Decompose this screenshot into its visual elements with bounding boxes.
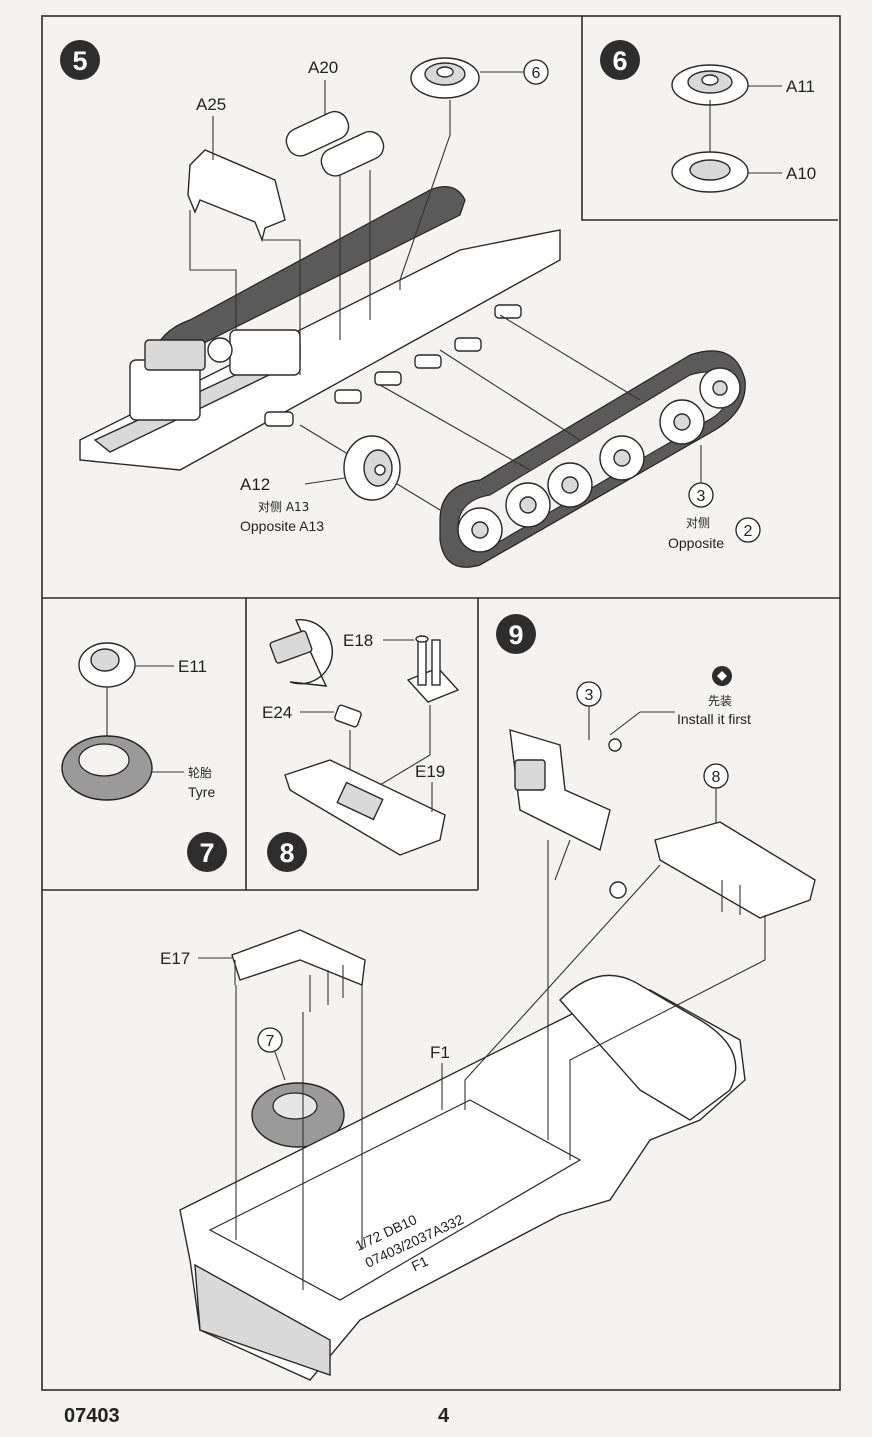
part-a12 [343,435,401,501]
step-badge [600,40,640,80]
step-badge [496,614,536,654]
label-opposite-a13: Opposite A13 [240,518,324,534]
part-e17 [231,929,366,1012]
label-opposite: Opposite [668,535,724,551]
part-f1 [179,974,746,1381]
part-tyre [61,735,153,801]
step-badge [60,40,100,80]
step-number: 6 [612,46,627,76]
label-a10: A10 [786,164,816,183]
ref-2-badge [735,517,761,543]
road-wheel-6 [410,57,480,99]
part-a25 [187,149,286,243]
label-e19: E19 [415,762,445,781]
step-number: 8 [279,838,294,868]
chassis-mark-3: F1 [409,1253,431,1274]
step-badge [267,832,307,872]
product-code: 07403 [64,1405,120,1427]
label-e17: E17 [160,949,190,968]
label-a12: A12 [240,475,270,494]
step-7: E11 轮胎 Tyre 7 [61,642,227,872]
label-opposite-a13-cn: 对侧 A13 [258,500,309,514]
part-e18 [406,635,460,703]
page-number: 4 [438,1405,450,1427]
part-e24 [334,704,362,728]
engine-assembly [129,329,301,421]
step-9: 9 先装 Install it first 3 8 [160,614,816,1381]
panel-frames [41,15,841,1391]
step-number: 9 [508,620,523,650]
label-f1: F1 [430,1043,450,1062]
spare-tyre [251,1082,345,1148]
road-wheels-near [457,367,741,553]
ref-6: 6 [532,65,541,82]
part-e19 [284,759,446,856]
label-install-first: Install it first [677,711,751,727]
label-e11: E11 [178,657,207,676]
install-first-icon [712,666,732,686]
step-6: 6 A11 A10 [600,40,816,193]
label-a20: A20 [308,58,338,77]
step-5: 5 A25 [60,40,761,568]
label-e18: E18 [343,631,373,650]
step-number: 5 [72,46,87,76]
label-a25: A25 [196,95,226,114]
label-tyre-cn: 轮胎 [188,766,212,780]
label-install-first-cn: 先装 [708,694,732,708]
step6-box [581,16,838,221]
label-a11: A11 [786,77,815,96]
step9-leaders [235,840,766,1290]
cab-floor-assembly [654,821,816,919]
ref-2: 2 [744,523,753,540]
label-e24: E24 [262,703,292,722]
ref-3: 3 [697,488,706,505]
label-opposite-cn: 对侧 [686,516,710,530]
detail-callout [269,619,334,687]
part-e11 [78,642,136,688]
ref-7-badge [257,1027,283,1053]
part-a20 [285,110,385,177]
ref-7: 7 [266,1033,275,1050]
part-a11 [671,64,749,106]
label-tyre: Tyre [188,784,215,800]
near-track [439,350,746,568]
ref-3: 3 [585,687,594,704]
suspension-arms [264,304,522,427]
outer-frame [41,15,841,1391]
step-badge [187,832,227,872]
step-8: E18 E24 E19 8 [262,619,460,872]
ref-8: 8 [712,769,721,786]
part-a10 [671,151,749,193]
rear-frame-assembly [509,729,627,899]
step-number: 7 [199,838,214,868]
